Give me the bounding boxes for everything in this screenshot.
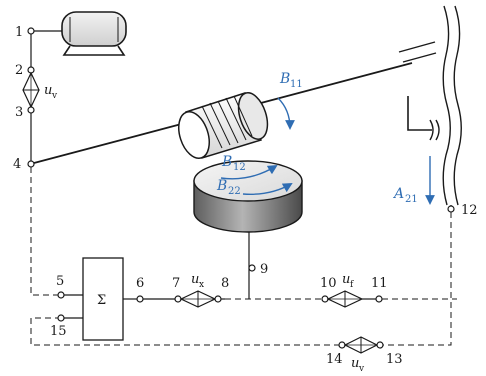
left-chain (22, 27, 62, 168)
a21-sub: 21 (405, 194, 418, 205)
node-label-15: 15 (50, 324, 67, 339)
node-label-14: 14 (326, 352, 343, 367)
motion-b12: B 12 (220, 154, 278, 180)
uf-diamond (326, 290, 364, 308)
b11-main: B (279, 71, 290, 87)
node-label-7: 7 (172, 276, 180, 291)
uv-bottom-label: u v (351, 356, 365, 374)
hob-cutter (178, 92, 269, 159)
uv-bottom-main: u (351, 356, 359, 371)
uf-main: u (342, 272, 350, 287)
a21-main: A (392, 186, 404, 202)
b11-sub: 11 (290, 79, 303, 90)
node-6 (136, 295, 144, 303)
dashed-links (30, 167, 457, 346)
node-11 (375, 295, 383, 303)
b22-main: B (216, 178, 227, 194)
node-label-1: 1 (15, 25, 23, 40)
node-12 (447, 205, 455, 213)
uv-bottom-diamond (343, 336, 379, 354)
motion-a21: A 21 (392, 156, 435, 205)
b12-sub: 12 (233, 162, 246, 173)
uf-sub: f (350, 280, 354, 290)
ux-sub: x (199, 280, 204, 290)
b12-main: B (221, 154, 232, 170)
node-label-10: 10 (320, 276, 337, 291)
motion-b11: B 11 (277, 71, 303, 130)
node-label-4: 4 (13, 157, 21, 172)
uv-bottom-sub: v (358, 364, 365, 374)
motor (61, 11, 127, 56)
node-13 (376, 341, 384, 349)
ux-label: u x (191, 272, 204, 290)
right-column (398, 5, 462, 213)
node-9 (248, 264, 256, 272)
node-5 (57, 291, 65, 299)
node-label-2: 2 (15, 63, 23, 78)
uf-label: u f (342, 272, 354, 290)
node-label-12: 12 (461, 203, 478, 218)
ux-main: u (191, 272, 199, 287)
node-15 (57, 314, 65, 322)
node-8 (214, 295, 222, 303)
node-1 (27, 27, 35, 35)
summation-block: Σ (82, 257, 124, 341)
node-3 (27, 106, 35, 114)
node-label-5: 5 (56, 274, 64, 289)
motion-b22: B 22 (216, 178, 293, 197)
node-label-11: 11 (371, 276, 388, 291)
uv-left-label: u v (44, 83, 58, 101)
ux-diamond (179, 290, 217, 308)
work-table (193, 160, 303, 233)
sigma-symbol: Σ (97, 293, 106, 308)
node-label-13: 13 (386, 352, 403, 367)
node-label-9: 9 (260, 262, 268, 277)
b22-sub: 22 (228, 186, 241, 197)
uv-left-diamond (22, 71, 40, 109)
uv-left-sub: v (51, 91, 58, 101)
node-label-8: 8 (221, 276, 229, 291)
uv-left-main: u (44, 83, 52, 98)
node-label-3: 3 (15, 105, 23, 120)
node-label-6: 6 (136, 276, 144, 291)
node-4 (27, 160, 35, 168)
